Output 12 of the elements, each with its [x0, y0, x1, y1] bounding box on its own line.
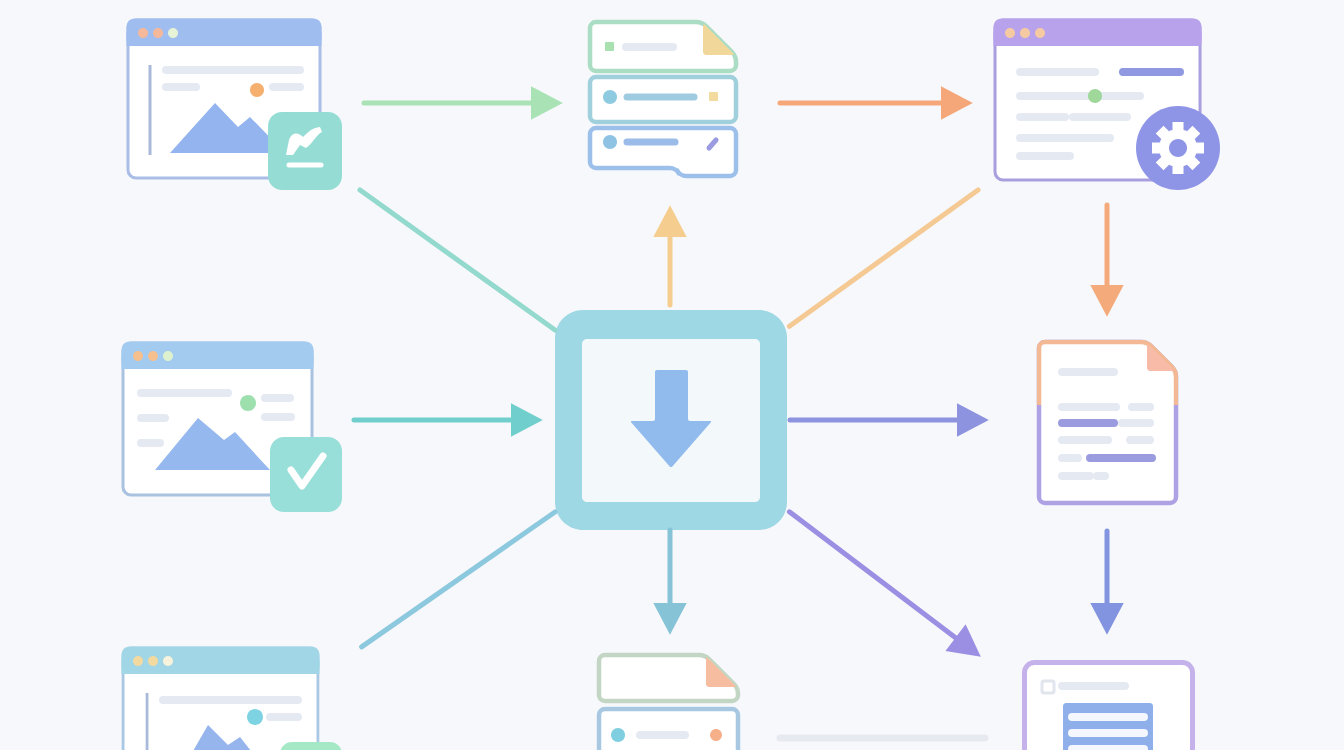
- browser-window: [126, 18, 342, 190]
- document-stack: [587, 19, 739, 179]
- connector-line: [359, 509, 558, 650]
- browser-window: [121, 341, 342, 512]
- document: [1036, 339, 1179, 506]
- connector-line: [357, 187, 558, 333]
- document: [1022, 660, 1195, 750]
- browser-window: [121, 646, 342, 750]
- document-stack: [596, 652, 741, 750]
- download-icon: [555, 310, 787, 530]
- connector-line: [786, 187, 981, 329]
- browser-window: [993, 18, 1220, 190]
